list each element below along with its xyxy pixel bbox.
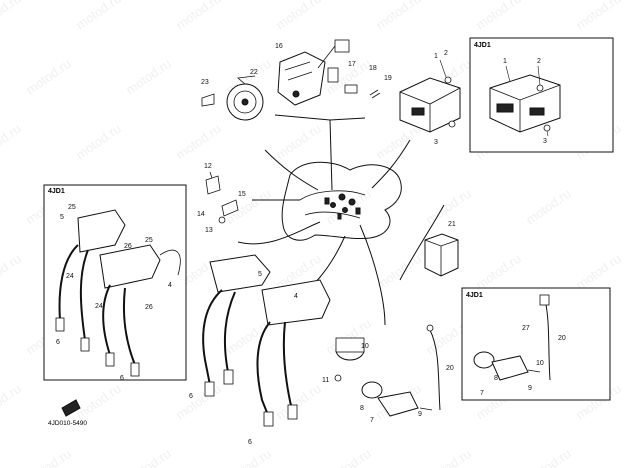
- watermark-text: motod.ru: [573, 0, 624, 32]
- watermark-text: motod.ru: [0, 381, 24, 423]
- watermark-text: motod.ru: [523, 186, 574, 228]
- motorcycle-outline: [281, 161, 402, 241]
- watermark-text: motod.ru: [373, 0, 424, 32]
- callout-number-c2: 2: [537, 58, 541, 65]
- callout-number-c3: 3: [543, 138, 547, 145]
- watermark-text: motod.ru: [373, 251, 424, 293]
- callout-number-c7: 7: [370, 417, 374, 424]
- horn: [201, 75, 264, 121]
- callout-number-c21: 21: [448, 221, 456, 228]
- direction-marker: [61, 399, 81, 417]
- callout-number-c9b: 9: [528, 385, 532, 392]
- watermark-text: motod.ru: [223, 316, 274, 358]
- inset-title: 4JD1: [48, 188, 65, 195]
- cdi-unit: [399, 59, 461, 133]
- inset-bottom-right: 4JD1: [461, 287, 611, 401]
- watermark-text: motod.ru: [0, 121, 24, 163]
- watermark-text: motod.ru: [123, 446, 174, 468]
- inset-title: 4JD1: [466, 292, 483, 299]
- throttle-sensor-assembly: [277, 39, 381, 106]
- watermark-text: motod.ru: [573, 251, 624, 293]
- watermark-text: motod.ru: [123, 56, 174, 98]
- watermark-text: motod.ru: [23, 56, 74, 98]
- inset-title: 4JD1: [474, 42, 491, 49]
- callout-number-c7b: 7: [480, 390, 484, 397]
- callout-number-c18: 18: [369, 65, 377, 72]
- callout-number-c23: 23: [201, 79, 209, 86]
- watermark-text: motod.ru: [273, 121, 324, 163]
- callout-number-c13: 13: [205, 227, 213, 234]
- callout-number-c11: 11: [322, 377, 329, 384]
- watermark-text: motod.ru: [323, 446, 374, 468]
- callout-number-c6d: 6: [248, 439, 252, 446]
- callout-number-c14: 14: [197, 211, 205, 218]
- callout-number-c2b: 2: [444, 50, 448, 57]
- watermark-text: motod.ru: [523, 446, 574, 468]
- watermark-text: motod.ru: [473, 251, 524, 293]
- watermark-text: motod.ru: [73, 0, 124, 32]
- sensor-12-15: [205, 171, 239, 224]
- callout-number-c5: 5: [60, 214, 64, 221]
- callout-number-c22: 22: [250, 69, 258, 76]
- callout-number-c4: 4: [168, 282, 172, 289]
- watermark-text: motod.ru: [223, 446, 274, 468]
- callout-number-c25: 25: [68, 204, 76, 211]
- watermark-text: motod.ru: [473, 0, 524, 32]
- callout-number-c15: 15: [238, 191, 246, 198]
- watermark-text: motod.ru: [0, 0, 24, 32]
- callout-number-c26: 26: [124, 243, 132, 250]
- callout-number-c20: 20: [446, 365, 454, 372]
- callout-number-c1: 1: [503, 58, 507, 65]
- watermark-text: motod.ru: [423, 446, 474, 468]
- callout-number-c1b: 1: [434, 53, 438, 60]
- callout-number-c8: 8: [360, 405, 364, 412]
- callout-number-c25b: 25: [145, 237, 153, 244]
- watermark-text: motod.ru: [173, 381, 224, 423]
- callout-number-c9: 9: [418, 411, 422, 418]
- inset-top-right: 4JD1: [469, 37, 614, 153]
- callout-number-c5b: 5: [258, 271, 262, 278]
- callout-number-c6c: 6: [189, 393, 193, 400]
- callout-number-c20b: 20: [558, 335, 566, 342]
- ignition-coil-group: [202, 254, 331, 427]
- watermark-text: motod.ru: [273, 0, 324, 32]
- drawing-code: 4JD010-5490: [48, 420, 87, 427]
- watermark-text: motod.ru: [273, 381, 324, 423]
- callout-number-c10b: 10: [536, 360, 544, 367]
- callout-number-c8b: 8: [494, 375, 498, 382]
- relay-21: [424, 233, 459, 277]
- callout-number-c16: 16: [275, 43, 283, 50]
- callout-number-c12: 12: [204, 163, 212, 170]
- watermark-text: motod.ru: [23, 446, 74, 468]
- watermark-text: motod.ru: [173, 121, 224, 163]
- callout-number-c24: 24: [66, 273, 74, 280]
- callout-number-c6b: 6: [120, 375, 124, 382]
- watermark-text: motod.ru: [0, 251, 24, 293]
- callout-number-c24b: 24: [95, 303, 103, 310]
- inset-left: 4JD1: [43, 184, 187, 381]
- watermark-text: motod.ru: [73, 121, 124, 163]
- callout-number-c3b: 3: [434, 139, 438, 146]
- sensor-bracket-assembly: [334, 324, 441, 417]
- callout-number-c10: 10: [361, 343, 369, 350]
- callout-number-c4b: 4: [294, 293, 298, 300]
- callout-number-c27: 27: [522, 325, 530, 332]
- callout-number-c26b: 26: [145, 304, 153, 311]
- callout-number-c19: 19: [384, 75, 392, 82]
- callout-number-c6: 6: [56, 339, 60, 346]
- watermark-text: motod.ru: [173, 0, 224, 32]
- callout-number-c17: 17: [348, 61, 356, 68]
- watermark-text: motod.ru: [73, 381, 124, 423]
